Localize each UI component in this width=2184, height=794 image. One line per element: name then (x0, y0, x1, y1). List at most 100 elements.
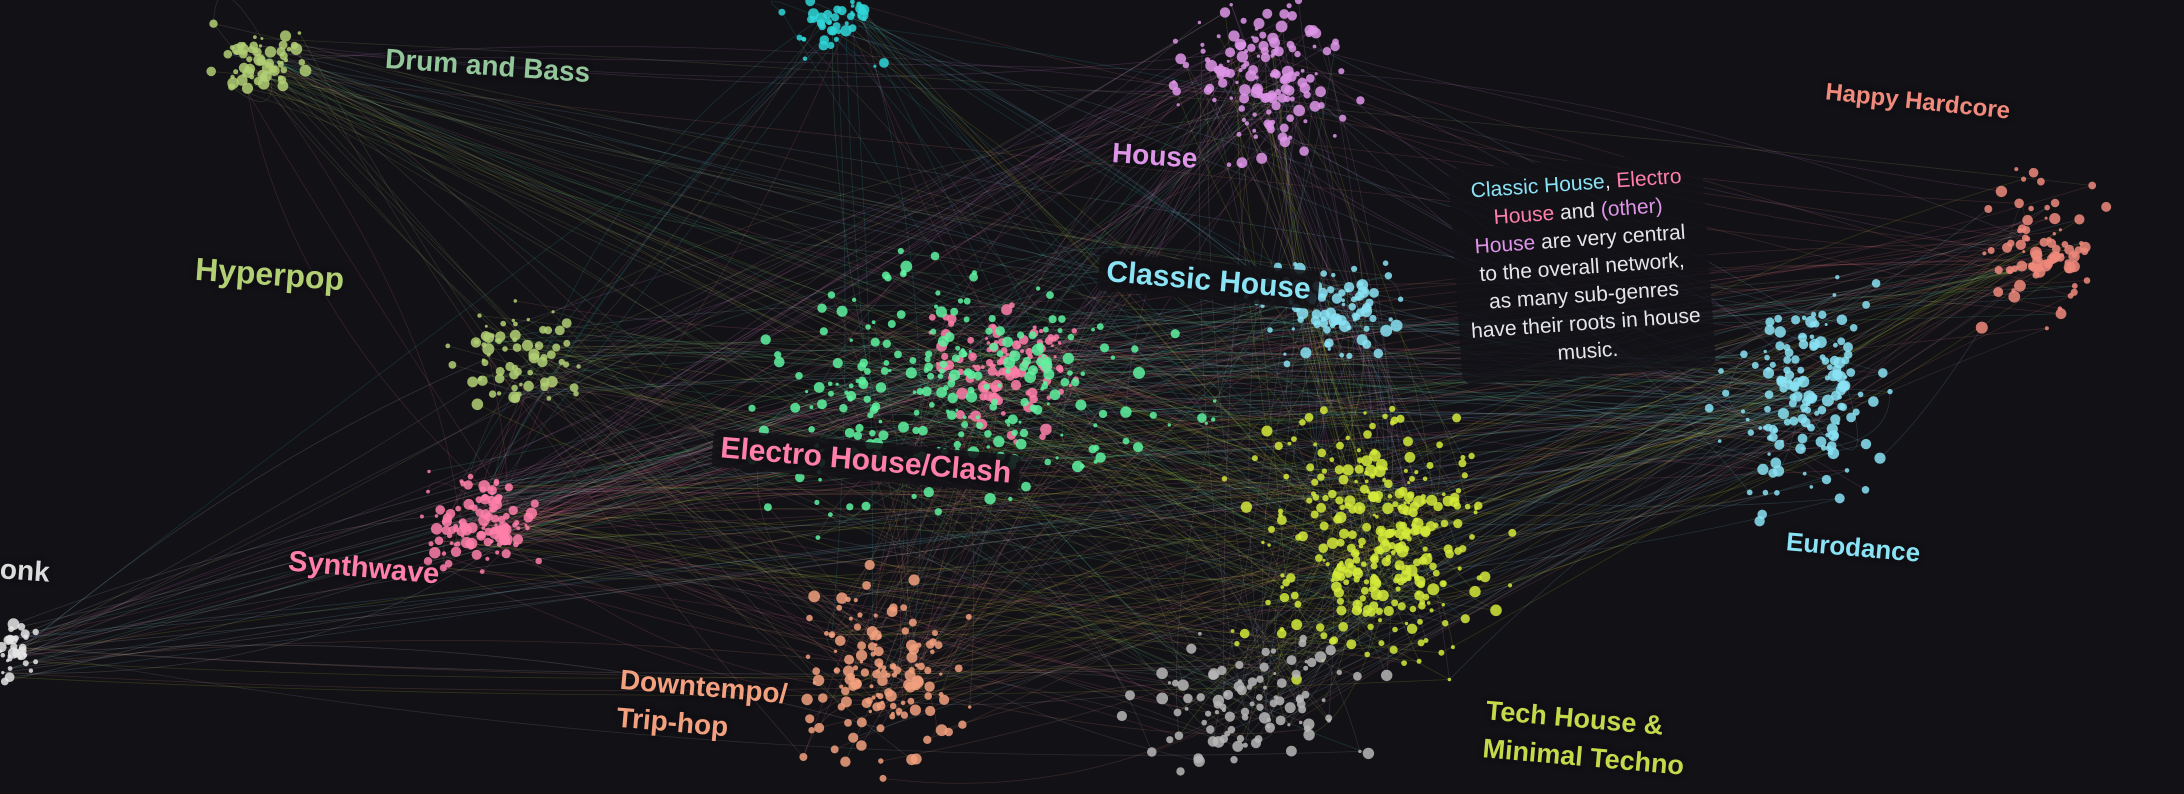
network-node (1352, 551, 1357, 555)
network-node (1318, 543, 1329, 553)
network-edge (1298, 0, 1410, 498)
network-node (1005, 368, 1011, 374)
network-node (1035, 286, 1041, 291)
network-node (1208, 670, 1218, 680)
network-node (968, 350, 972, 353)
network-edge (1033, 71, 1289, 371)
network-node (1176, 103, 1180, 107)
network-edge (481, 12, 853, 572)
network-edge (1277, 637, 1335, 680)
network-node (1197, 20, 1202, 25)
network-node (1198, 631, 1202, 636)
network-edge (931, 356, 1031, 406)
network-node (928, 402, 935, 408)
network-node (1440, 519, 1449, 528)
network-node (1244, 49, 1249, 54)
network-edge (1467, 265, 2023, 507)
network-node (495, 550, 500, 555)
network-node (1238, 68, 1243, 73)
network-edge (9, 371, 969, 660)
network-node (1449, 492, 1460, 503)
network-node (1236, 157, 1248, 169)
network-edge (504, 370, 1009, 536)
network-node (856, 717, 867, 728)
network-node (2052, 244, 2061, 254)
network-node (1395, 564, 1401, 571)
network-node (475, 508, 484, 517)
network-node (1278, 512, 1283, 518)
network-node (947, 314, 957, 324)
network-edge (504, 348, 1363, 542)
network-edge (528, 319, 1243, 691)
network-edge (255, 50, 1386, 417)
network-node (1368, 586, 1375, 593)
network-edge (1285, 476, 1314, 504)
network-node (1254, 75, 1259, 80)
network-node (1290, 591, 1299, 600)
network-edge (1019, 421, 1290, 453)
network-node (1767, 452, 1771, 456)
network-edge (531, 141, 1286, 514)
network-edge (940, 673, 1238, 747)
network-node (1373, 348, 1384, 359)
network-node (2080, 247, 2089, 256)
network-node (1861, 486, 1870, 494)
network-node (857, 9, 869, 21)
network-edge (262, 74, 1367, 528)
network-node (1407, 491, 1415, 499)
network-node (4, 672, 15, 683)
network-node (1314, 72, 1318, 76)
network-node (896, 310, 906, 319)
network-node (909, 357, 917, 364)
network-node (1704, 403, 1714, 413)
network-edge (892, 492, 1777, 612)
network-node (1783, 366, 1791, 374)
network-edge (1274, 42, 1406, 536)
network-node (871, 320, 876, 325)
network-edge (885, 275, 1303, 710)
network-edge (288, 48, 1282, 684)
network-node (1396, 414, 1405, 423)
network-node (488, 390, 497, 398)
network-node (455, 505, 462, 512)
network-edge (836, 39, 1050, 370)
network-edge (964, 424, 1405, 664)
network-node (1461, 472, 1468, 479)
network-node (991, 385, 999, 393)
network-node (1508, 528, 1517, 537)
network-edge (858, 16, 1256, 459)
network-node (795, 372, 803, 380)
network-node (1801, 408, 1806, 413)
network-node (540, 353, 548, 361)
network-node (850, 4, 855, 8)
network-node (1176, 767, 1185, 776)
network-node (1172, 87, 1181, 96)
network-node (2068, 260, 2080, 273)
network-edge (863, 362, 949, 412)
network-edge (1, 646, 850, 680)
network-edge (873, 321, 1259, 740)
network-node (912, 390, 917, 394)
network-node (1846, 412, 1856, 423)
network-edge (1314, 46, 1817, 325)
network-edge (875, 15, 1293, 616)
network-node (1809, 485, 1814, 489)
network-node (1351, 265, 1358, 272)
network-edge (938, 318, 1301, 449)
network-node (1313, 442, 1317, 447)
network-node (1420, 526, 1431, 538)
network-node (1798, 339, 1809, 350)
network-node (947, 392, 958, 404)
network-edge (484, 495, 1306, 669)
network-edge (893, 427, 1761, 707)
network-node (278, 40, 288, 50)
annotation-highlight-classic-house: Classic House (1469, 170, 1606, 203)
network-node (1450, 645, 1455, 650)
network-node (828, 512, 833, 517)
network-node (554, 325, 565, 336)
network-node (1765, 317, 1775, 327)
network-edge (491, 394, 1861, 500)
network-node (2028, 205, 2034, 212)
network-edge (882, 292, 1375, 682)
network-node (1253, 134, 1259, 139)
